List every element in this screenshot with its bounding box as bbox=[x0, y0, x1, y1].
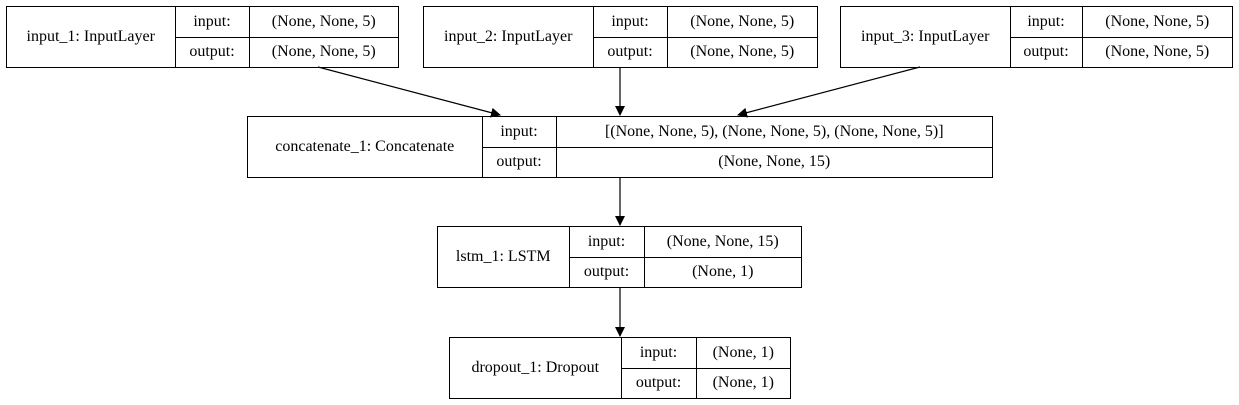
output-label: output: bbox=[621, 368, 697, 398]
input-shape: [(None, None, 5), (None, None, 5), (None… bbox=[556, 117, 992, 148]
output-label: output: bbox=[175, 37, 250, 67]
input-label: input: bbox=[175, 7, 250, 38]
layer-name: lstm_1: LSTM bbox=[438, 227, 570, 287]
output-label: output: bbox=[1010, 37, 1083, 67]
input-label: input: bbox=[569, 227, 645, 258]
output-label: output: bbox=[482, 147, 557, 177]
output-shape: (None, None, 15) bbox=[718, 153, 831, 171]
node-lstm-1: lstm_1: LSTM input: (None, None, 15) out… bbox=[437, 226, 802, 288]
input-shape: (None, None, 15) bbox=[644, 227, 801, 258]
output-shape: (None, 1) bbox=[692, 263, 754, 281]
input-label: input: bbox=[1010, 7, 1083, 38]
output-shape: (None, 1) bbox=[712, 374, 774, 392]
node-input-2: input_2: InputLayer input: (None, None, … bbox=[423, 6, 818, 68]
edge-input-1-to-concatenate-1 bbox=[317, 66, 501, 118]
layer-name: input_2: InputLayer bbox=[424, 7, 594, 67]
edge-input-3-to-concatenate-1 bbox=[737, 66, 921, 118]
layer-name: input_1: InputLayer bbox=[7, 7, 176, 67]
output-label: output: bbox=[569, 257, 645, 287]
output-label: output: bbox=[593, 37, 668, 67]
input-shape: (None, 1) bbox=[696, 338, 790, 369]
input-label: input: bbox=[593, 7, 668, 38]
output-shape: (None, None, 5) bbox=[690, 43, 795, 61]
output-shape: (None, None, 5) bbox=[1105, 43, 1210, 61]
layer-name: input_3: InputLayer bbox=[841, 7, 1011, 67]
input-label: input: bbox=[621, 338, 697, 369]
input-label: input: bbox=[482, 117, 557, 148]
input-shape: (None, None, 5) bbox=[667, 7, 817, 38]
node-dropout-1: dropout_1: Dropout input: (None, 1) outp… bbox=[449, 337, 791, 399]
node-input-3: input_3: InputLayer input: (None, None, … bbox=[840, 6, 1233, 68]
input-shape: (None, None, 5) bbox=[1082, 7, 1232, 38]
layer-name: concatenate_1: Concatenate bbox=[248, 117, 483, 177]
node-concatenate-1: concatenate_1: Concatenate input: [(None… bbox=[247, 116, 993, 178]
layer-name: dropout_1: Dropout bbox=[450, 338, 622, 398]
node-input-1: input_1: InputLayer input: (None, None, … bbox=[6, 6, 399, 68]
output-shape: (None, None, 5) bbox=[271, 43, 376, 61]
input-shape: (None, None, 5) bbox=[249, 7, 398, 38]
